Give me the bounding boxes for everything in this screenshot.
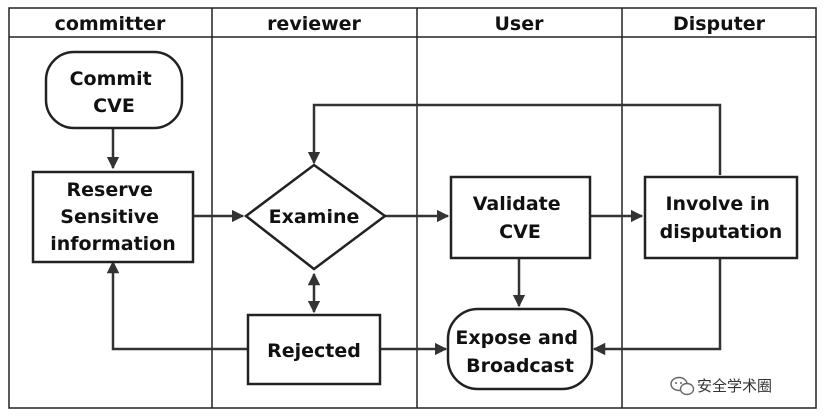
node-examine: Examine [243,163,388,271]
lane-grid [8,7,817,409]
svg-text:Commit CVE: Commit CVE [70,68,159,117]
node-commit-cve: Commit CVE [44,50,184,130]
watermark-text: 安全学术圈 [697,377,772,395]
commit-line-2: CVE [93,95,135,117]
svg-text:Involve in disputation: Involve in disputation [660,193,783,243]
validate-line-2: CVE [499,221,541,243]
connectors [106,103,722,356]
lane-title-user: User [495,13,545,35]
validate-line-1: Validate [473,193,561,215]
node-reserve-sensitive-information: Reserve Sensitive information [31,170,195,264]
svg-text:Reserve Sensitive: Reserve Sensitive information [50,179,176,255]
involve-line-1: Involve in [665,193,769,215]
lane-title-disputer: Disputer [673,13,766,35]
reserve-line-1: Reserve [67,179,153,201]
arrow-involve-to-expose [592,258,722,356]
node-validate-cve: Validate CVE [449,175,592,260]
involve-line-2: disputation [660,221,783,243]
svg-text:Expose and Broadcast: Expose and Broadcast [455,327,584,377]
watermark: 安全学术圈 [670,376,772,396]
reserve-line-2: Sensitive [60,206,159,228]
examine-label: Examine [269,206,360,228]
arrow-rejected-to-reserve [106,260,248,351]
reserve-line-3: information [50,233,176,255]
rejected-label: Rejected [267,340,361,362]
node-expose-and-broadcast: Expose and Broadcast [446,307,594,391]
expose-line-2: Broadcast [466,355,574,377]
arrow-involve-loop-to-examine [307,103,722,175]
wechat-logo-icon [670,376,695,396]
expose-line-1: Expose and [455,327,578,349]
commit-line-1: Commit [70,68,152,90]
node-rejected: Rejected [246,313,382,386]
lane-title-reviewer: reviewer [267,13,361,35]
node-involve-in-disputation: Involve in disputation [643,175,799,260]
lane-title-committer: committer [55,13,166,35]
svg-text:Validate CVE: Validate CVE [473,193,568,243]
